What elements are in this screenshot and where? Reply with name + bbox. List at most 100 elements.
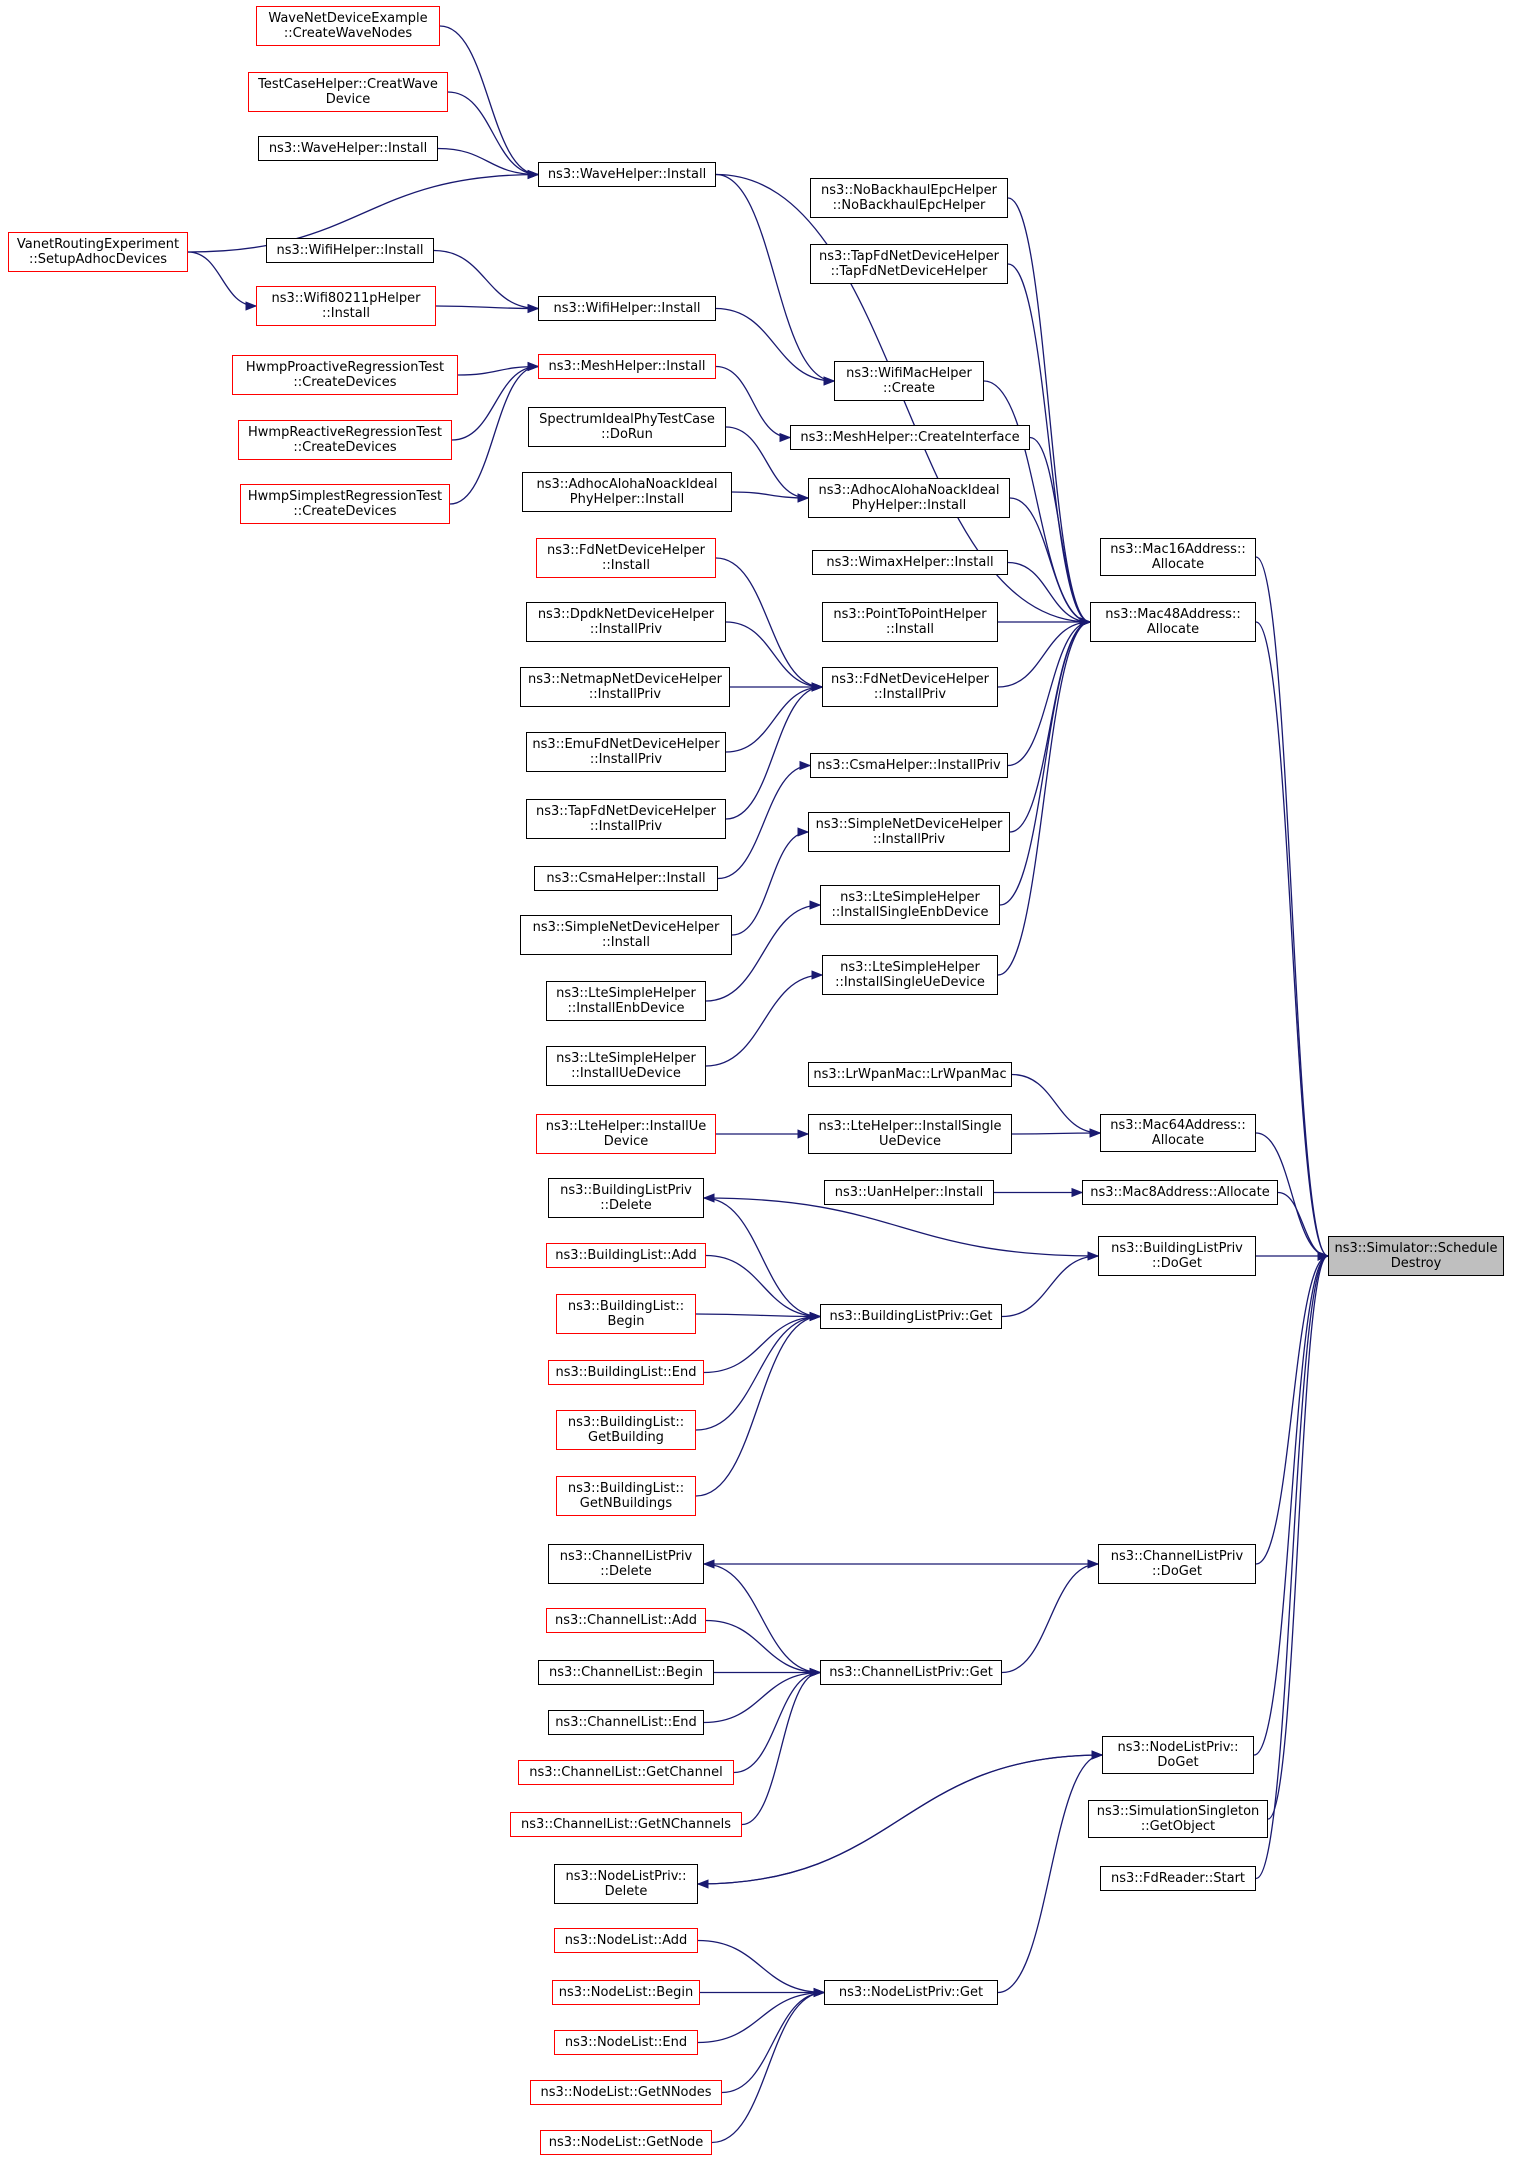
node-wave[interactable]: ns3::WaveHelper::Install: [538, 162, 716, 187]
edge-ltesingle-to-m64: [1011, 1128, 1102, 1138]
node-cget[interactable]: ns3::ChannelListPriv::Get: [820, 1660, 1002, 1685]
edge-wifi80211p-to-wifi: [435, 303, 540, 314]
node-p2p[interactable]: ns3::PointToPointHelper ::Install: [822, 602, 998, 642]
node-bend[interactable]: ns3::BuildingList::End: [548, 1360, 704, 1385]
node-hwmpp[interactable]: HwmpProactiveRegressionTest ::CreateDevi…: [232, 355, 458, 395]
edge-ndoget-to-sd: [1253, 1251, 1330, 1756]
edge-bend-to-bget: [703, 1311, 822, 1374]
node-ndoget[interactable]: ns3::NodeListPriv:: DoGet: [1102, 1736, 1254, 1774]
edge-hwmps-to-mesh: [449, 361, 540, 505]
edge-dpdk-to-fdpriv: [725, 621, 824, 692]
edge-vanet-to-wifi80211p: [187, 251, 258, 311]
node-cdoget[interactable]: ns3::ChannelListPriv ::DoGet: [1098, 1544, 1256, 1584]
edge-fdstart-to-sd: [1255, 1251, 1330, 1880]
edge-csma-to-csmapriv: [717, 760, 812, 880]
node-simple[interactable]: ns3::SimpleNetDeviceHelper ::Install: [520, 915, 732, 955]
node-adhocp[interactable]: ns3::AdhocAlohaNoackIdeal PhyHelper::Ins…: [808, 478, 1010, 518]
node-badd[interactable]: ns3::BuildingList::Add: [546, 1243, 706, 1268]
node-spectrum[interactable]: SpectrumIdealPhyTestCase ::DoRun: [528, 407, 726, 447]
edge-wavecreate-to-wave: [439, 25, 540, 180]
edge-tappriv-to-fdpriv: [725, 682, 824, 820]
node-lteenb[interactable]: ns3::LteSimpleHelper ::InstallEnbDevice: [546, 981, 706, 1021]
node-bget[interactable]: ns3::BuildingListPriv::Get: [820, 1304, 1002, 1329]
edge-nend-to-nget: [697, 1987, 826, 2044]
node-bbegin[interactable]: ns3::BuildingList:: Begin: [556, 1294, 696, 1334]
node-nadd[interactable]: ns3::NodeList::Add: [554, 1928, 698, 1953]
edge-m48-to-sd: [1255, 621, 1330, 1261]
edge-spectrum-to-adhocp: [725, 426, 810, 503]
edge-nobh-to-m48: [1007, 197, 1092, 627]
node-bgetb[interactable]: ns3::BuildingList:: GetBuilding: [556, 1410, 696, 1450]
edge-simple-to-simplepriv: [731, 827, 810, 936]
node-lteenb1[interactable]: ns3::LteSimpleHelper ::InstallSingleEnbD…: [820, 885, 1000, 925]
node-ndel[interactable]: ns3::NodeListPriv:: Delete: [554, 1864, 698, 1904]
node-meshci[interactable]: ns3::MeshHelper::CreateInterface: [790, 425, 1030, 450]
node-m8[interactable]: ns3::Mac8Address::Allocate: [1082, 1180, 1278, 1205]
edge-ngetnode-to-nget: [711, 1987, 826, 2144]
node-simplepriv[interactable]: ns3::SimpleNetDeviceHelper ::InstallPriv: [808, 812, 1010, 852]
node-testcase[interactable]: TestCaseHelper::CreatWave Device: [248, 72, 448, 112]
node-tappriv[interactable]: ns3::TapFdNetDeviceHelper ::InstallPriv: [526, 799, 726, 839]
node-lteinst[interactable]: ns3::LteHelper::InstallUe Device: [536, 1114, 716, 1154]
node-fdinst[interactable]: ns3::FdNetDeviceHelper ::Install: [536, 538, 716, 578]
node-bgetn[interactable]: ns3::BuildingList:: GetNBuildings: [556, 1476, 696, 1516]
edge-fdpriv-to-m48: [997, 617, 1092, 688]
node-cgetn[interactable]: ns3::ChannelList::GetNChannels: [510, 1812, 742, 1837]
node-csma[interactable]: ns3::CsmaHelper::Install: [534, 866, 718, 891]
node-fdstart[interactable]: ns3::FdReader::Start: [1100, 1866, 1256, 1891]
node-nget[interactable]: ns3::NodeListPriv::Get: [824, 1980, 998, 2005]
node-cdel[interactable]: ns3::ChannelListPriv ::Delete: [548, 1544, 704, 1584]
node-nobh[interactable]: ns3::NoBackhaulEpcHelper ::NoBackhaulEpc…: [810, 178, 1008, 218]
node-uan[interactable]: ns3::UanHelper::Install: [824, 1180, 994, 1205]
edge-nadd-to-nget: [697, 1939, 826, 1998]
node-tapfd[interactable]: ns3::TapFdNetDeviceHelper ::TapFdNetDevi…: [810, 244, 1008, 284]
node-vanet[interactable]: VanetRoutingExperiment ::SetupAdhocDevic…: [8, 232, 188, 272]
node-ngetnode[interactable]: ns3::NodeList::GetNode: [540, 2130, 712, 2155]
node-lteue1[interactable]: ns3::LteSimpleHelper ::InstallSingleUeDe…: [822, 955, 998, 995]
node-cend[interactable]: ns3::ChannelList::End: [548, 1710, 704, 1735]
node-m64[interactable]: ns3::Mac64Address:: Allocate: [1100, 1114, 1256, 1152]
node-emu[interactable]: ns3::EmuFdNetDeviceHelper ::InstallPriv: [526, 732, 726, 772]
node-netmap[interactable]: ns3::NetmapNetDeviceHelper ::InstallPriv: [520, 667, 730, 707]
node-bdoget[interactable]: ns3::BuildingListPriv ::DoGet: [1098, 1236, 1256, 1276]
edge-meshci-to-m48: [1029, 436, 1092, 627]
node-dpdk[interactable]: ns3::DpdkNetDeviceHelper ::InstallPriv: [526, 602, 726, 642]
node-simsing[interactable]: ns3::SimulationSingleton ::GetObject: [1088, 1800, 1268, 1838]
edge-cgetn-to-cget: [741, 1667, 822, 1826]
node-wifi[interactable]: ns3::WifiHelper::Install: [538, 296, 716, 321]
edge-cdel-to-cget: [703, 1563, 822, 1678]
node-lteue[interactable]: ns3::LteSimpleHelper ::InstallUeDevice: [546, 1046, 706, 1086]
node-lrwpan[interactable]: ns3::LrWpanMac::LrWpanMac: [808, 1062, 1012, 1087]
node-hwmps[interactable]: HwmpSimplestRegressionTest ::CreateDevic…: [240, 484, 450, 524]
edge-bdoget-to-bdel: [702, 1193, 1099, 1257]
node-ngetnn[interactable]: ns3::NodeList::GetNNodes: [530, 2080, 722, 2105]
edges: [187, 25, 1330, 2144]
node-cgetc[interactable]: ns3::ChannelList::GetChannel: [518, 1760, 734, 1785]
node-cbegin[interactable]: ns3::ChannelList::Begin: [538, 1660, 714, 1685]
node-wifi2[interactable]: ns3::WifiHelper::Install: [266, 238, 434, 263]
node-ltesingle[interactable]: ns3::LteHelper::InstallSingle UeDevice: [808, 1114, 1012, 1154]
node-bdel[interactable]: ns3::BuildingListPriv ::Delete: [548, 1178, 704, 1218]
edge-bgetb-to-bget: [695, 1311, 822, 1431]
node-wimax[interactable]: ns3::WimaxHelper::Install: [812, 550, 1008, 575]
node-cadd[interactable]: ns3::ChannelList::Add: [546, 1608, 706, 1633]
node-hwmpr[interactable]: HwmpReactiveRegressionTest ::CreateDevic…: [238, 420, 452, 460]
node-mesh[interactable]: ns3::MeshHelper::Install: [538, 354, 716, 379]
edge-mesh-to-meshci: [715, 365, 792, 443]
node-m48[interactable]: ns3::Mac48Address:: Allocate: [1090, 602, 1256, 642]
node-adhoc[interactable]: ns3::AdhocAlohaNoackIdeal PhyHelper::Ins…: [522, 472, 732, 512]
node-fdpriv[interactable]: ns3::FdNetDeviceHelper ::InstallPriv: [822, 667, 998, 707]
node-nend[interactable]: ns3::NodeList::End: [554, 2030, 698, 2055]
node-wifimac[interactable]: ns3::WifiMacHelper ::Create: [834, 361, 984, 401]
node-wavecreate[interactable]: WaveNetDeviceExample ::CreateWaveNodes: [256, 6, 440, 46]
node-wifi80211p[interactable]: ns3::Wifi80211pHelper ::Install: [256, 286, 436, 326]
node-wave2[interactable]: ns3::WaveHelper::Install: [258, 136, 438, 161]
edge-hwmpp-to-mesh: [457, 361, 540, 376]
node-csmapriv[interactable]: ns3::CsmaHelper::InstallPriv: [810, 753, 1008, 778]
edge-lrwpan-to-m64: [1011, 1073, 1102, 1138]
edge-csmapriv-to-m48: [1007, 617, 1092, 767]
node-m16[interactable]: ns3::Mac16Address:: Allocate: [1100, 538, 1256, 576]
node-nbegin[interactable]: ns3::NodeList::Begin: [552, 1980, 700, 2005]
